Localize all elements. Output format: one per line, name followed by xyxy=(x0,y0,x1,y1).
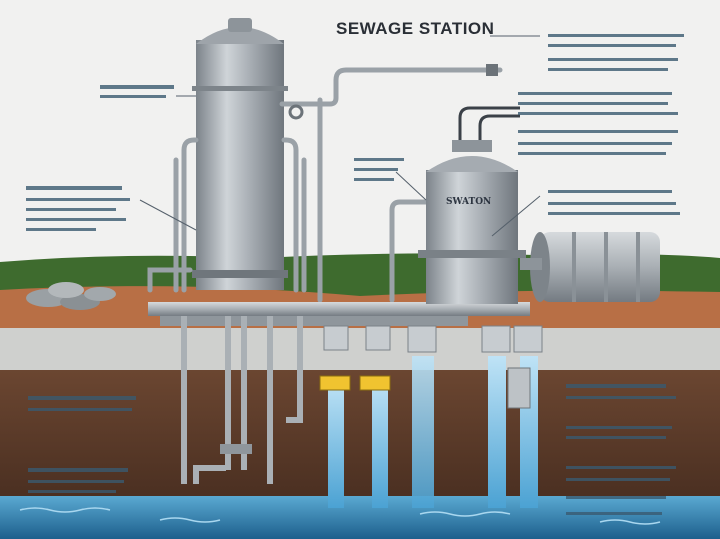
swaton-tank xyxy=(418,106,526,304)
silo-tank xyxy=(192,18,288,290)
water-jets xyxy=(328,356,538,508)
manifold-platform xyxy=(148,302,530,316)
control-box xyxy=(507,367,531,409)
callout-leaders xyxy=(139,35,541,237)
horizontal-tank xyxy=(520,232,660,302)
pipe-joint xyxy=(220,444,252,454)
callout-text-blocks xyxy=(26,34,684,515)
manifold-base xyxy=(160,316,468,326)
diagram-title: SEWAGE STATION xyxy=(336,19,495,38)
jet-nozzles xyxy=(323,325,543,353)
water-ripples xyxy=(19,507,661,525)
groundwater xyxy=(0,496,720,539)
pipe-coupling xyxy=(486,64,498,76)
tank-label: SWATON xyxy=(446,197,492,207)
silo-pipes xyxy=(147,67,503,303)
concrete-slab xyxy=(0,328,720,372)
valve-wheel xyxy=(288,104,304,120)
rock-pile xyxy=(26,282,116,310)
yellow-valves xyxy=(319,375,391,391)
